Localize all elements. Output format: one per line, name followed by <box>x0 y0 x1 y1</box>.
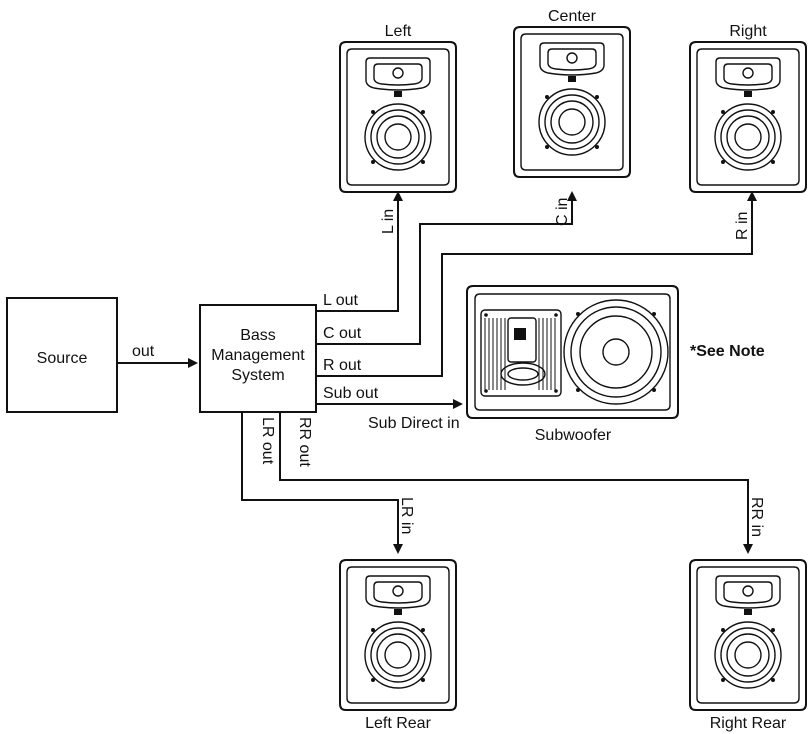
r-out-label: R out <box>323 357 362 374</box>
center-speaker: Center <box>514 8 630 177</box>
subwoofer-label: Subwoofer <box>535 427 612 444</box>
r-in-label: R in <box>734 212 751 240</box>
l-out-label: L out <box>323 292 359 309</box>
source-out-label: out <box>132 343 155 360</box>
bass-management-box: Bass Management System <box>200 305 316 412</box>
speaker-icon <box>340 560 456 710</box>
bass-management-line2: Management <box>211 347 305 364</box>
rr-wire <box>280 412 748 552</box>
subwoofer: Subwoofer <box>467 286 678 444</box>
left-speaker-label: Left <box>385 23 412 40</box>
right-rear-speaker: Right Rear <box>690 560 806 732</box>
right-speaker-label: Right <box>729 23 767 40</box>
sub-direct-in-label: Sub Direct in <box>368 415 460 432</box>
see-note-label: *See Note <box>690 343 765 360</box>
rr-out-label: RR out <box>296 417 313 467</box>
speaker-icon <box>514 27 630 177</box>
right-rear-speaker-label: Right Rear <box>710 715 787 732</box>
bass-management-line1: Bass <box>240 327 276 344</box>
left-rear-speaker-label: Left Rear <box>365 715 431 732</box>
l-in-label: L in <box>380 209 397 234</box>
left-rear-speaker: Left Rear <box>340 560 456 732</box>
rr-in-label: RR in <box>748 497 765 537</box>
center-speaker-label: Center <box>548 8 597 25</box>
left-speaker: Left <box>340 23 456 192</box>
c-out-label: C out <box>323 325 362 342</box>
lr-in-label: LR in <box>398 497 415 534</box>
speaker-icon <box>690 560 806 710</box>
bass-management-line3: System <box>231 367 284 384</box>
c-in-label: C in <box>554 198 571 226</box>
speaker-icon <box>340 42 456 192</box>
speaker-icon <box>690 42 806 192</box>
source-box: Source <box>7 298 117 412</box>
sub-out-label: Sub out <box>323 385 379 402</box>
lr-out-label: LR out <box>259 417 276 465</box>
source-label: Source <box>37 350 88 367</box>
right-speaker: Right <box>690 23 806 192</box>
